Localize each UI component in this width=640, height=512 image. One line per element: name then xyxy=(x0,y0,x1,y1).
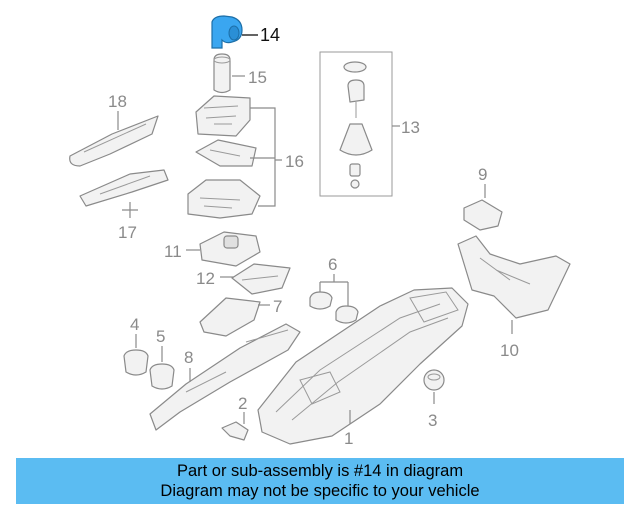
part-6-clips[interactable] xyxy=(309,274,359,324)
callout-15: 15 xyxy=(248,68,267,87)
banner-line-disclaimer: Diagram may not be specific to your vehi… xyxy=(160,482,480,500)
part-15-sleeve[interactable] xyxy=(213,53,245,94)
part-1-center-console[interactable] xyxy=(257,287,469,445)
part-17-handbrake-base[interactable] xyxy=(79,169,169,218)
callout-18: 18 xyxy=(108,92,127,111)
callout-3: 3 xyxy=(428,411,437,430)
part-9-bracket[interactable] xyxy=(463,184,503,231)
callout-16: 16 xyxy=(285,152,304,171)
part-info-banner: Part or sub-assembly is #14 in diagram D… xyxy=(16,458,624,504)
callout-8: 8 xyxy=(184,348,193,367)
part-2-clip[interactable] xyxy=(221,412,249,441)
part-18-handbrake-handle[interactable] xyxy=(69,111,159,167)
callout-2: 2 xyxy=(238,394,247,413)
parts-diagram: 14 15 16 11 12 7 xyxy=(69,15,571,448)
callout-17: 17 xyxy=(118,223,137,242)
callout-9: 9 xyxy=(478,165,487,184)
part-3-cap[interactable] xyxy=(423,369,445,404)
part-8-side-trim[interactable] xyxy=(149,323,301,431)
part-16-shift-indicator[interactable] xyxy=(187,95,282,219)
part-11-bezel[interactable] xyxy=(186,231,261,267)
callout-1: 1 xyxy=(344,429,353,448)
callout-12: 12 xyxy=(196,269,215,288)
part-12-plate[interactable] xyxy=(220,263,291,295)
callout-7: 7 xyxy=(273,297,282,316)
callout-6: 6 xyxy=(328,255,337,274)
callout-4: 4 xyxy=(130,315,139,334)
part-4-plug[interactable] xyxy=(123,334,149,376)
callout-11: 11 xyxy=(164,242,182,261)
part-14-shift-knob[interactable] xyxy=(211,15,258,49)
part-10-rear-panel[interactable] xyxy=(457,235,571,334)
banner-line-part: Part or sub-assembly is #14 in diagram xyxy=(176,462,464,480)
callout-5: 5 xyxy=(156,327,165,346)
callout-14: 14 xyxy=(260,25,280,45)
part-5-plug[interactable] xyxy=(149,346,175,390)
callout-10: 10 xyxy=(500,341,519,360)
part-13-shift-lever[interactable] xyxy=(319,51,400,197)
callout-13: 13 xyxy=(401,118,420,137)
part-7-trim[interactable] xyxy=(199,297,270,337)
